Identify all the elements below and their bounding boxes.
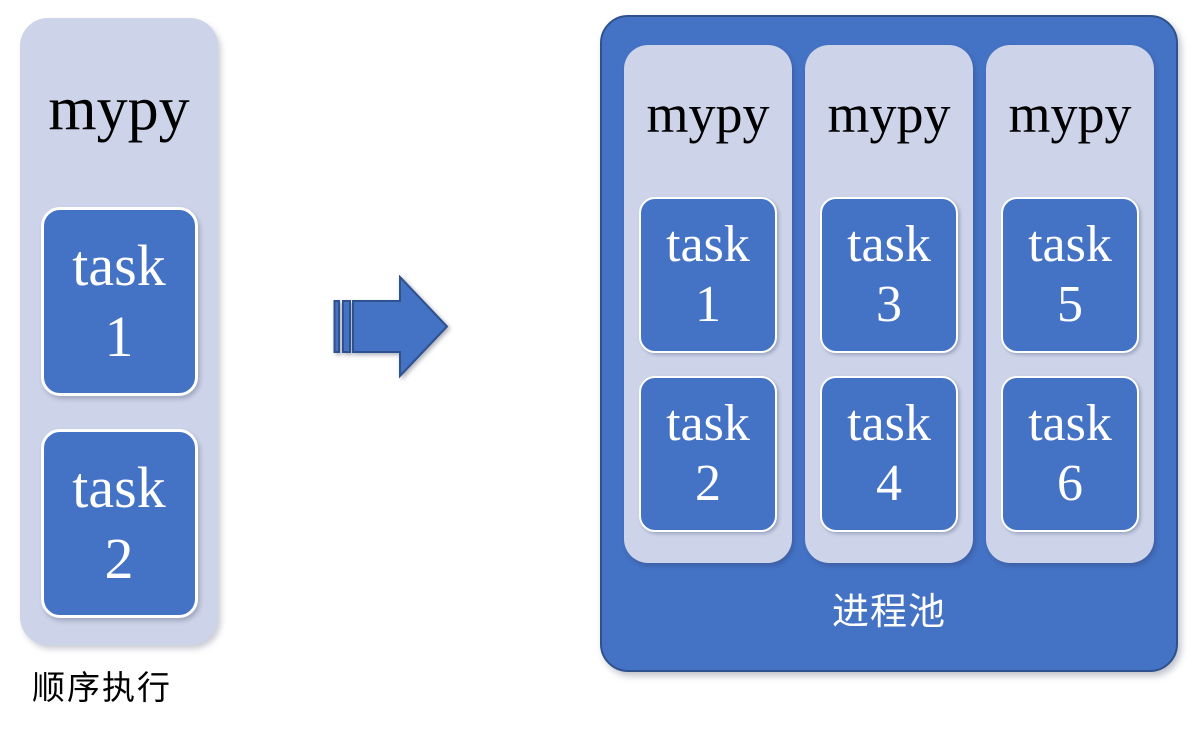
worker-process-panel-3: mypy task 5 task 6 — [986, 45, 1154, 563]
task-word: task — [847, 215, 931, 273]
task-word: task — [666, 215, 750, 273]
worker-title: mypy — [1008, 84, 1132, 144]
task-number: 2 — [695, 455, 721, 512]
sequential-task-box-2: task 2 — [40, 429, 198, 618]
pool-task-box-4: task 4 — [820, 376, 958, 532]
task-word: task — [1028, 215, 1112, 273]
task-number: 4 — [876, 455, 902, 512]
sequential-program-title: mypy — [48, 75, 190, 143]
task-number: 1 — [695, 276, 721, 333]
pool-task-box-1: task 1 — [639, 197, 777, 353]
striped-right-arrow-icon — [333, 275, 449, 379]
sequential-program-panel: mypy task 1 task 2 — [20, 18, 218, 645]
task-word: task — [847, 394, 931, 452]
task-number: 5 — [1057, 276, 1083, 333]
task-word: task — [72, 232, 166, 298]
sequential-caption: 顺序执行 — [32, 669, 172, 706]
process-pool-panel: mypy task 1 task 2 mypy task 3 task 4 my… — [600, 15, 1178, 672]
task-word: task — [666, 394, 750, 452]
task-number: 2 — [104, 525, 134, 591]
pool-task-box-3: task 3 — [820, 197, 958, 353]
pool-task-box-2: task 2 — [639, 376, 777, 532]
pool-task-box-5: task 5 — [1001, 197, 1139, 353]
task-number: 3 — [876, 276, 902, 333]
task-number: 6 — [1057, 455, 1083, 512]
worker-title: mypy — [646, 84, 770, 144]
sequential-task-box-1: task 1 — [40, 207, 198, 396]
process-pool-caption: 进程池 — [832, 591, 946, 632]
pool-task-box-6: task 6 — [1001, 376, 1139, 532]
task-word: task — [1028, 394, 1112, 452]
worker-title: mypy — [827, 84, 951, 144]
task-number: 1 — [104, 303, 134, 369]
worker-process-panel-2: mypy task 3 task 4 — [805, 45, 973, 563]
worker-process-panel-1: mypy task 1 task 2 — [624, 45, 792, 563]
task-word: task — [72, 454, 166, 520]
